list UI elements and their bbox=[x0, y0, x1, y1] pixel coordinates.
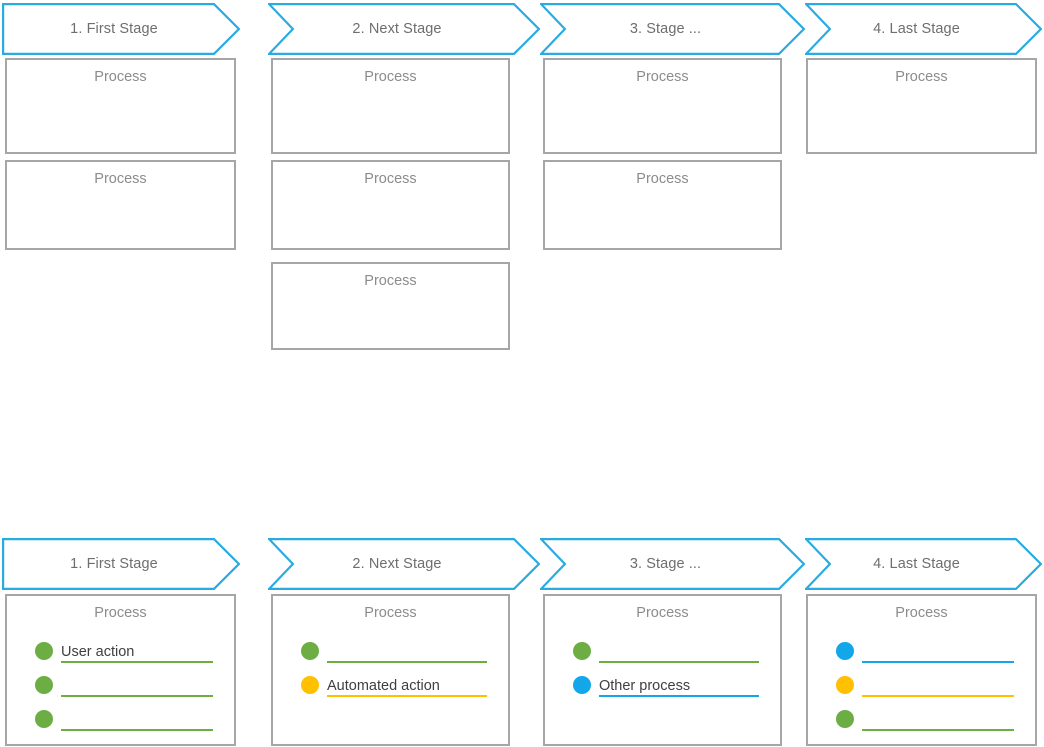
status-dot-icon bbox=[35, 676, 53, 694]
status-dot-icon bbox=[836, 642, 854, 660]
process-box[interactable]: Process bbox=[271, 262, 510, 350]
process-item[interactable] bbox=[836, 638, 1021, 664]
process-item[interactable] bbox=[573, 638, 766, 664]
stage-label: 2. Next Stage bbox=[352, 556, 442, 572]
process-box-title: Process bbox=[636, 605, 689, 621]
status-dot-icon bbox=[301, 642, 319, 660]
stage-chevron-1[interactable]: 1. First Stage bbox=[2, 3, 240, 55]
status-dot-icon bbox=[35, 642, 53, 660]
detailed-process-box[interactable]: Process bbox=[806, 594, 1037, 746]
process-item[interactable] bbox=[35, 706, 220, 732]
status-dot-icon bbox=[836, 710, 854, 728]
process-item[interactable]: Other process bbox=[573, 672, 766, 698]
process-box-title: Process bbox=[94, 69, 147, 85]
process-item[interactable] bbox=[35, 672, 220, 698]
chevron-shape bbox=[540, 538, 805, 590]
process-item-underline bbox=[327, 661, 487, 663]
process-item-label: User action bbox=[61, 644, 135, 660]
process-box[interactable]: Process bbox=[5, 58, 236, 154]
process-box[interactable]: Process bbox=[271, 160, 510, 250]
status-dot-icon bbox=[573, 676, 591, 694]
chevron-shape bbox=[2, 3, 240, 55]
status-dot-icon bbox=[836, 676, 854, 694]
process-item-underline bbox=[61, 729, 213, 731]
process-box-title: Process bbox=[895, 605, 948, 621]
process-item-underline bbox=[599, 695, 759, 697]
process-item[interactable]: Automated action bbox=[301, 672, 494, 698]
process-item-underline bbox=[599, 661, 759, 663]
process-box[interactable]: Process bbox=[543, 160, 782, 250]
stage-label: 3. Stage ... bbox=[629, 556, 702, 572]
process-box-title: Process bbox=[364, 69, 417, 85]
process-box-title: Process bbox=[364, 605, 417, 621]
stage-chevron-4[interactable]: 4. Last Stage bbox=[805, 538, 1042, 590]
process-item-underline bbox=[862, 729, 1014, 731]
chevron-shape bbox=[805, 538, 1042, 590]
stage-label: 4. Last Stage bbox=[873, 21, 960, 37]
process-item[interactable] bbox=[836, 706, 1021, 732]
process-box[interactable]: Process bbox=[806, 58, 1037, 154]
stage-chevron-2[interactable]: 2. Next Stage bbox=[268, 3, 540, 55]
process-box[interactable]: Process bbox=[271, 58, 510, 154]
stage-chevron-1[interactable]: 1. First Stage bbox=[2, 538, 240, 590]
process-box-title: Process bbox=[94, 605, 147, 621]
process-item[interactable]: User action bbox=[35, 638, 220, 664]
process-item[interactable] bbox=[836, 672, 1021, 698]
process-item-underline bbox=[61, 695, 213, 697]
status-dot-icon bbox=[301, 676, 319, 694]
process-box[interactable]: Process bbox=[5, 160, 236, 250]
stage-label: 2. Next Stage bbox=[352, 21, 442, 37]
stage-chevron-3[interactable]: 3. Stage ... bbox=[540, 538, 805, 590]
process-item-label: Automated action bbox=[327, 678, 440, 694]
process-item-label: Other process bbox=[599, 678, 691, 694]
stage-label: 4. Last Stage bbox=[873, 556, 960, 572]
stage-label: 1. First Stage bbox=[70, 21, 158, 37]
process-item-underline bbox=[862, 695, 1014, 697]
stage-label: 3. Stage ... bbox=[629, 21, 702, 37]
process-box-title: Process bbox=[895, 69, 948, 85]
status-dot-icon bbox=[35, 710, 53, 728]
stage-chevron-2[interactable]: 2. Next Stage bbox=[268, 538, 540, 590]
top-stage-header-row: 1. First Stage 2. Next Stage 3. Stage ... 4… bbox=[0, 3, 1044, 55]
process-item-underline bbox=[61, 661, 213, 663]
process-box-title: Process bbox=[364, 171, 417, 187]
chevron-shape bbox=[268, 538, 540, 590]
chevron-shape bbox=[2, 538, 240, 590]
chevron-shape bbox=[805, 3, 1042, 55]
process-box-title: Process bbox=[636, 69, 689, 85]
status-dot-icon bbox=[573, 642, 591, 660]
process-box-title: Process bbox=[94, 171, 147, 187]
chevron-shape bbox=[268, 3, 540, 55]
bottom-stage-header-row: 1. First Stage 2. Next Stage 3. Stage ... 4… bbox=[0, 538, 1044, 590]
process-box[interactable]: Process bbox=[543, 58, 782, 154]
process-item-underline bbox=[862, 661, 1014, 663]
process-box-title: Process bbox=[636, 171, 689, 187]
process-item-underline bbox=[327, 695, 487, 697]
stage-label: 1. First Stage bbox=[70, 556, 158, 572]
process-box-title: Process bbox=[364, 273, 417, 289]
stage-chevron-3[interactable]: 3. Stage ... bbox=[540, 3, 805, 55]
process-item[interactable] bbox=[301, 638, 494, 664]
chevron-shape bbox=[540, 3, 805, 55]
stage-chevron-4[interactable]: 4. Last Stage bbox=[805, 3, 1042, 55]
